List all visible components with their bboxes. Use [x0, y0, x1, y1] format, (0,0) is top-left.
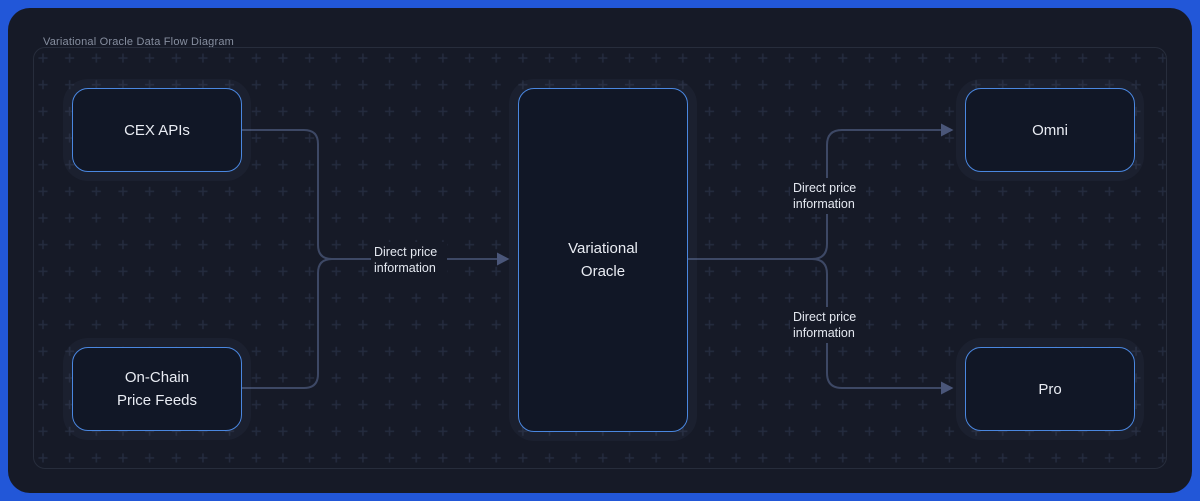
diagram-title: Variational Oracle Data Flow Diagram — [43, 36, 235, 48]
node-label: On-Chain Price Feeds — [116, 369, 198, 409]
edge-label-merge: Direct price information — [371, 242, 447, 278]
node-label: Pro — [1038, 380, 1062, 398]
node-on-chain-price-feeds[interactable]: On-Chain Price Feeds — [72, 347, 242, 431]
node-pro[interactable]: Pro — [965, 347, 1135, 431]
node-cex-apis[interactable]: CEX APIs — [72, 88, 242, 172]
node-label: Omni — [1032, 121, 1068, 139]
node-label: CEX APIs — [124, 121, 190, 139]
edge-label-pro: Direct price information — [790, 307, 866, 343]
node-omni[interactable]: Omni — [965, 88, 1135, 172]
node-variational-oracle[interactable]: Variational Oracle — [518, 88, 688, 432]
node-label: Variational Oracle — [568, 240, 638, 280]
diagram-panel — [33, 47, 1167, 469]
edge-label-omni: Direct price information — [790, 178, 866, 214]
